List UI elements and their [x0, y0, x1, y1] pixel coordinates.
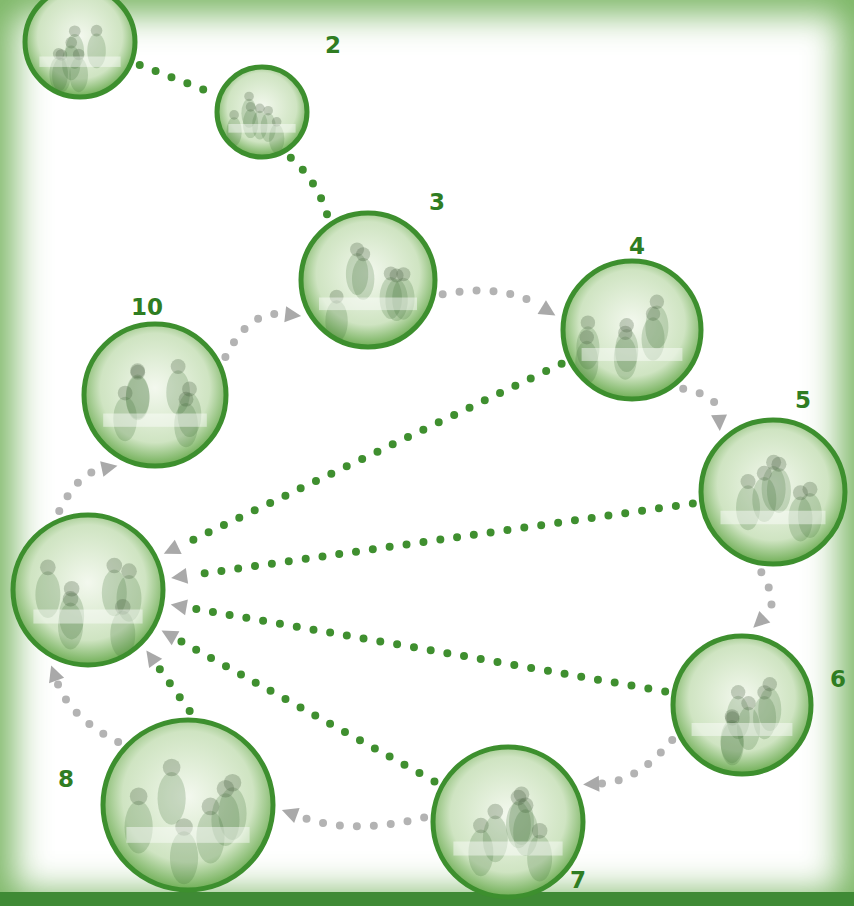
dotted-connector: [140, 65, 212, 93]
photo-node: 7: [430, 744, 586, 900]
dotted-connector: [49, 665, 118, 742]
dotted-connector: [59, 461, 117, 511]
bottom-band: [0, 892, 854, 906]
step-number: 10: [131, 296, 163, 319]
dotted-connector: [146, 650, 189, 711]
step-number: 7: [570, 869, 586, 892]
photo-circle: [214, 64, 310, 160]
photo-circle: [698, 417, 848, 567]
photo-node: 2: [214, 64, 310, 160]
step-number: 6: [830, 668, 846, 691]
photo-circle: [10, 512, 166, 668]
photo-circle: [298, 210, 438, 350]
photo-node: 4: [560, 258, 704, 402]
step-number: 4: [629, 235, 645, 258]
photo-circle: [560, 258, 704, 402]
dotted-connector: [683, 389, 727, 431]
dotted-connector: [282, 808, 424, 826]
photo-node: 5: [698, 417, 848, 567]
photo-node: [10, 512, 166, 668]
dotted-connector: [225, 306, 301, 357]
dotted-connector: [443, 291, 556, 316]
step-number: 3: [429, 191, 445, 214]
photo-node: 3: [298, 210, 438, 350]
photo-node: 6: [670, 633, 814, 777]
photo-circle: [81, 321, 229, 469]
step-number: 5: [795, 389, 811, 412]
dotted-connector: [171, 503, 693, 583]
photo-circle: [430, 744, 586, 900]
step-number: 8: [58, 768, 74, 791]
photo-node: 10: [81, 321, 229, 469]
dotted-connector: [753, 572, 771, 628]
dotted-connector: [291, 158, 328, 216]
photo-node: [22, 0, 138, 100]
photo-node: 8: [100, 717, 276, 893]
photo-circle: [22, 0, 138, 100]
dotted-connector: [583, 740, 672, 792]
dotted-connector: [171, 599, 665, 691]
step-number: 2: [325, 34, 341, 57]
photo-circle: [100, 717, 276, 893]
photo-circle: [670, 633, 814, 777]
